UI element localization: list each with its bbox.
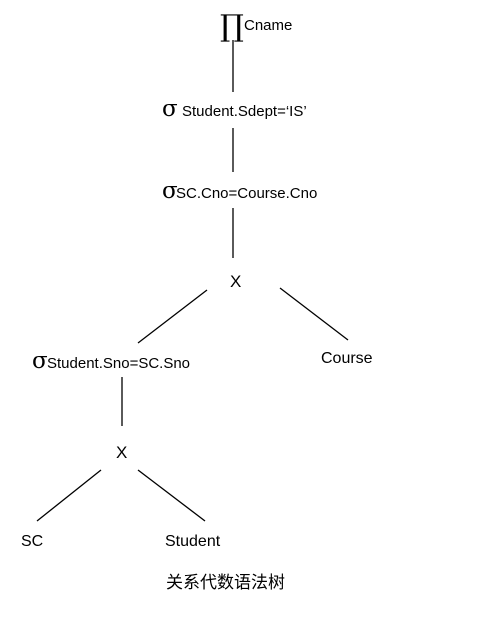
edge-product-bottom-to-sc <box>36 469 102 522</box>
selection-cno-symbol: σ <box>162 178 178 204</box>
projection-symbol: ∏ <box>220 9 244 44</box>
projection-node: ∏ Cname <box>220 9 292 44</box>
edge-product-bottom-to-student <box>137 469 206 522</box>
edge-product-top-to-course <box>279 287 349 341</box>
diagram-caption: 关系代数语法树 <box>166 573 285 593</box>
product-top-symbol: X <box>230 272 241 291</box>
product-bottom-symbol: X <box>116 443 127 462</box>
selection-dept-node: σ Student.Sdept=‘IS’ <box>162 96 307 122</box>
selection-dept-symbol: σ <box>162 96 178 122</box>
edge-product-top-to-selection-sno <box>137 289 208 344</box>
selection-sno-symbol: σ <box>32 348 48 374</box>
selection-dept-label: Student.Sdept=‘IS’ <box>182 103 307 120</box>
sc-leaf: SC <box>21 533 43 550</box>
selection-cno-node: σ SC.Cno=Course.Cno <box>162 178 317 204</box>
projection-label: Cname <box>244 17 292 34</box>
selection-sno-label: Student.Sno=SC.Sno <box>47 355 190 372</box>
selection-sno-node: σ Student.Sno=SC.Sno <box>32 348 190 374</box>
course-leaf: Course <box>321 350 373 367</box>
student-leaf: Student <box>165 533 221 550</box>
selection-cno-label: SC.Cno=Course.Cno <box>176 185 317 202</box>
